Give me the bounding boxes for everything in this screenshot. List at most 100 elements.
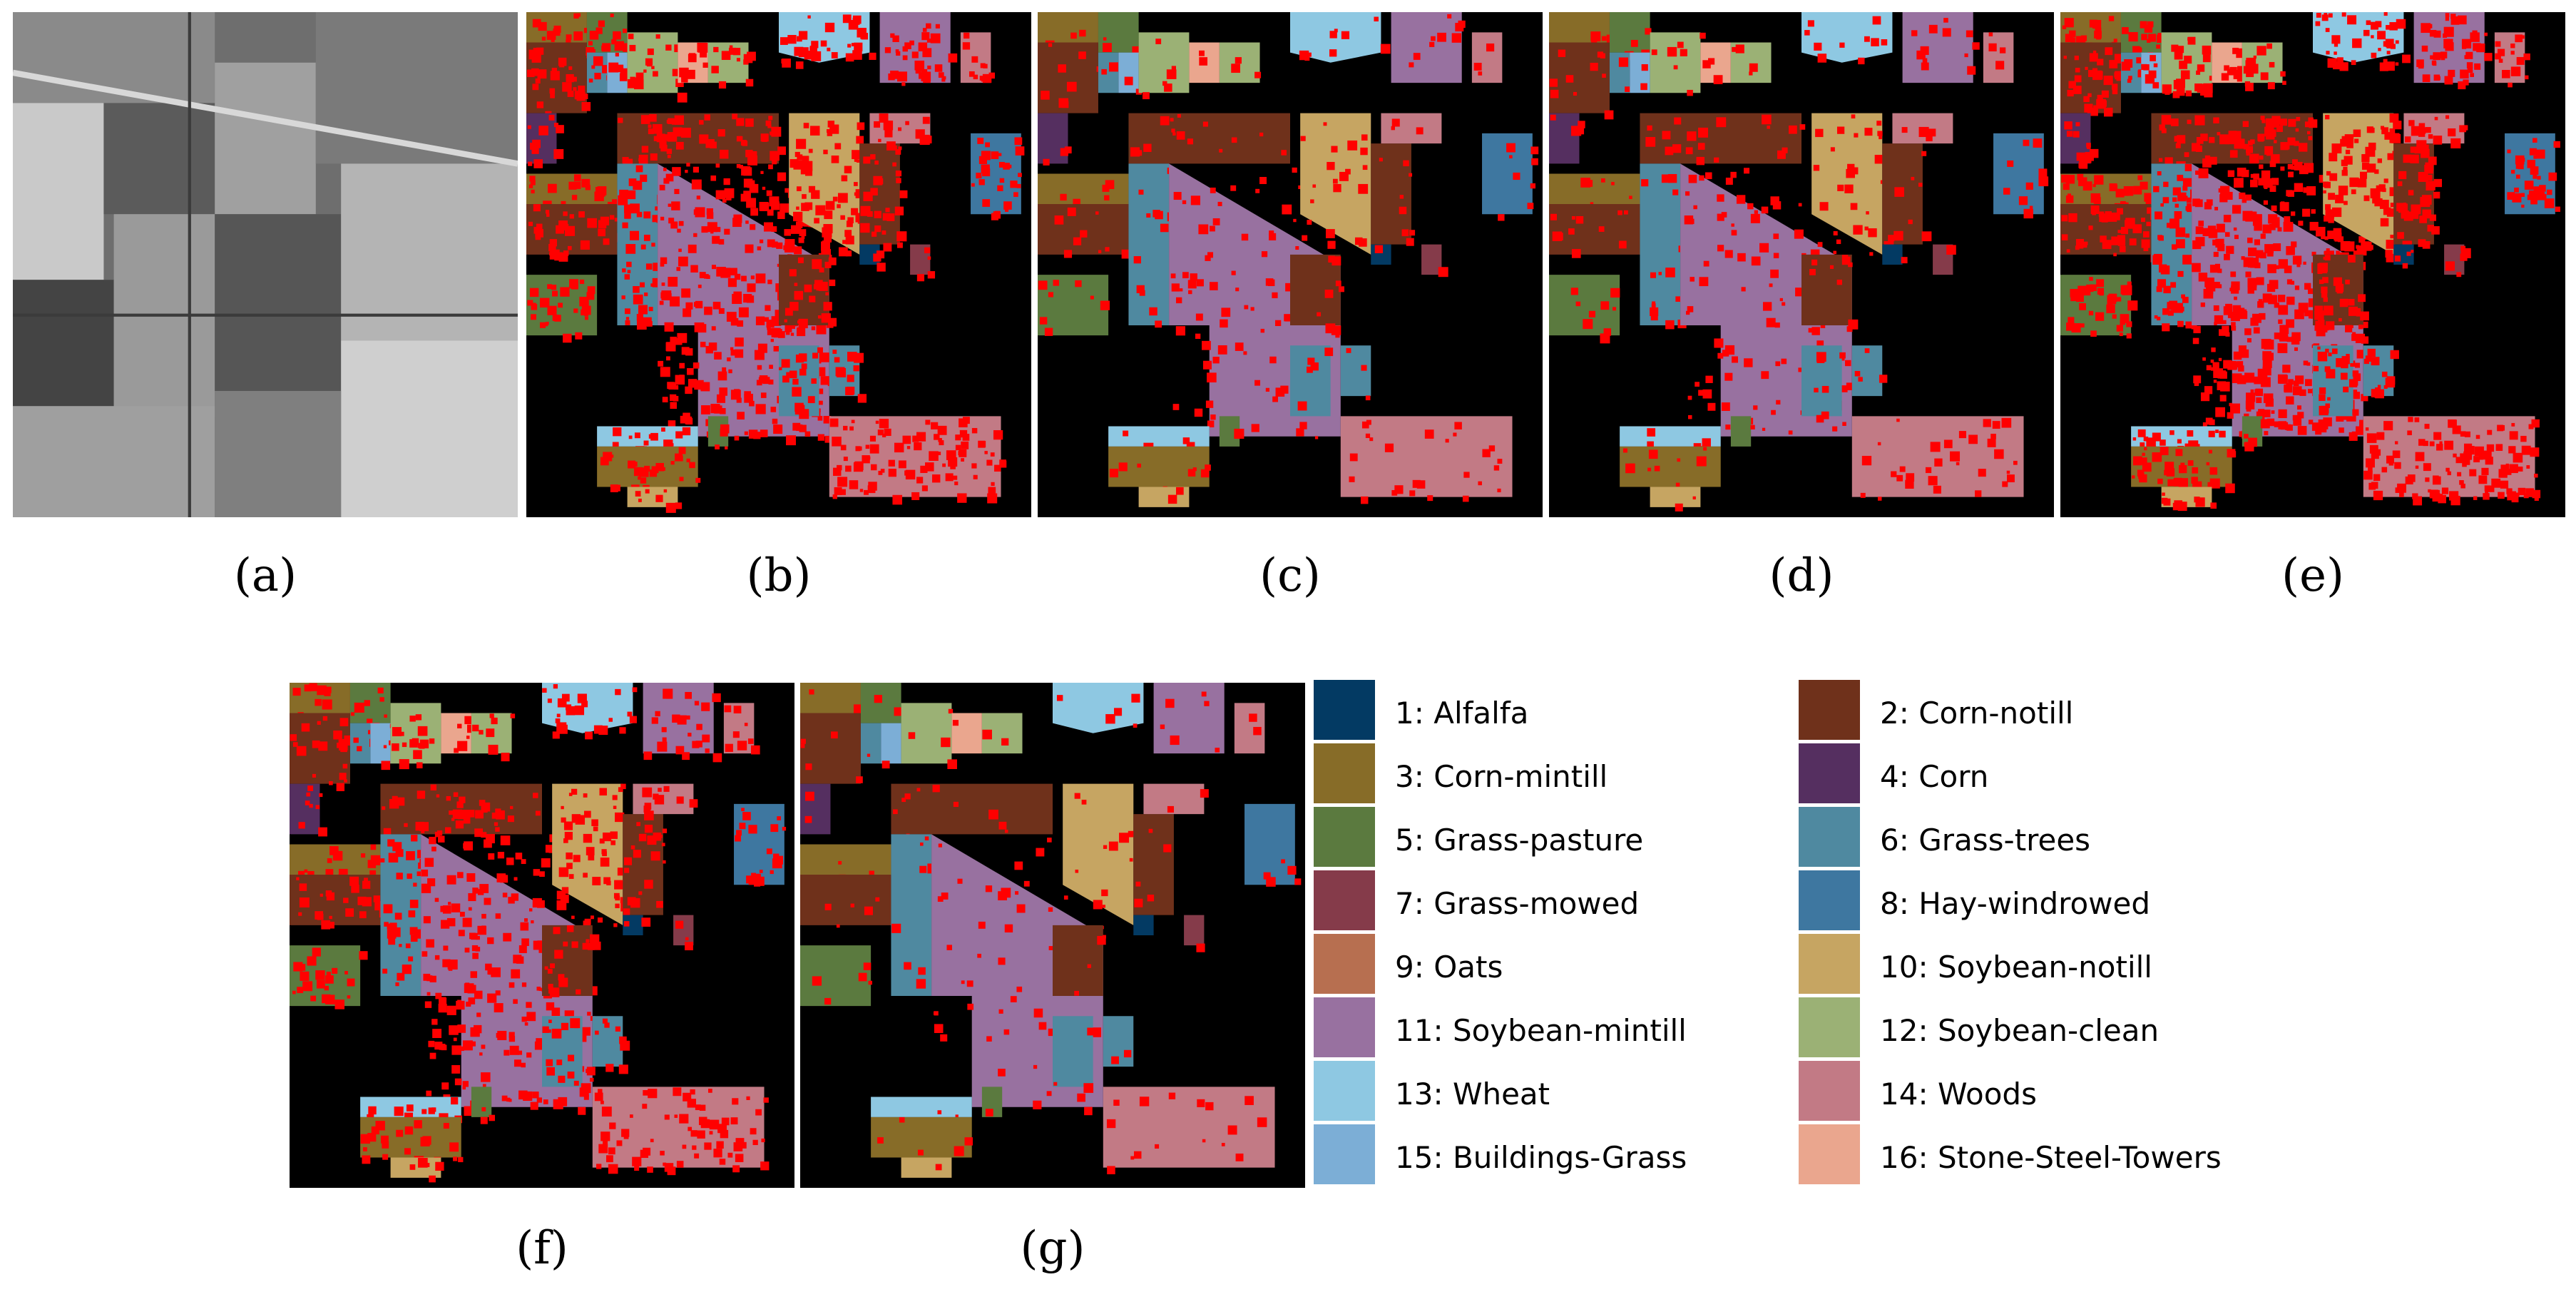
misclassified-pixel: [750, 1128, 757, 1135]
misclassified-pixel: [1747, 203, 1754, 210]
misclassified-pixel: [2353, 129, 2361, 138]
misclassified-pixel: [1617, 210, 1622, 215]
misclassified-pixel: [1195, 313, 1203, 321]
misclassified-pixel: [735, 1154, 744, 1162]
misclassified-pixel: [2274, 421, 2280, 427]
misclassified-pixel: [2375, 21, 2382, 28]
misclassified-pixel: [2276, 126, 2283, 133]
misclassified-pixel: [2180, 70, 2190, 80]
misclassified-pixel: [837, 204, 841, 208]
misclassified-pixel: [804, 431, 811, 437]
misclassified-pixel: [772, 159, 777, 165]
misclassified-pixel: [2225, 483, 2235, 494]
misclassified-pixel: [438, 1004, 447, 1013]
misclassified-pixel: [367, 1133, 377, 1142]
misclassified-pixel: [894, 707, 903, 716]
misclassified-pixel: [840, 215, 845, 220]
misclassified-pixel: [1770, 269, 1779, 278]
misclassified-pixel: [2128, 31, 2138, 42]
misclassified-pixel: [2247, 238, 2253, 243]
misclassified-pixel: [590, 915, 594, 920]
misclassified-pixel: [651, 66, 655, 69]
misclassified-pixel: [730, 317, 739, 326]
misclassified-pixel: [922, 28, 927, 32]
misclassified-pixel: [690, 1089, 695, 1095]
misclassified-pixel: [1265, 278, 1274, 286]
misclassified-pixel: [2203, 83, 2213, 93]
misclassified-pixel: [351, 885, 359, 893]
misclassified-pixel: [1675, 296, 1681, 302]
misclassified-pixel: [869, 870, 874, 876]
misclassified-pixel: [2321, 235, 2325, 240]
misclassified-pixel: [716, 394, 726, 403]
misclassified-pixel: [1921, 231, 1932, 242]
misclassified-pixel: [690, 265, 698, 273]
misclassified-pixel: [1361, 365, 1367, 371]
misclassified-pixel: [1750, 213, 1760, 223]
misclassified-pixel: [2413, 213, 2419, 219]
misclassified-pixel: [404, 1126, 414, 1135]
misclassified-pixel: [2194, 381, 2199, 387]
misclassified-pixel: [529, 908, 533, 912]
misclassified-pixel: [549, 88, 556, 94]
misclassified-pixel: [2088, 225, 2093, 230]
misclassified-pixel: [495, 827, 500, 832]
misclassified-pixel: [603, 1140, 608, 1146]
misclassified-pixel: [1304, 56, 1310, 61]
misclassified-pixel: [464, 947, 470, 953]
misclassified-pixel: [550, 71, 560, 81]
misclassified-pixel: [856, 136, 864, 144]
misclassified-pixel: [2361, 321, 2368, 328]
misclassified-pixel: [530, 143, 537, 150]
misclassified-pixel: [761, 1138, 765, 1143]
misclassified-pixel: [2460, 248, 2471, 259]
classification-map-svg: [1038, 12, 1543, 517]
misclassified-pixel: [573, 181, 581, 189]
misclassified-pixel: [696, 195, 701, 200]
misclassified-pixel: [2090, 330, 2097, 337]
misclassified-pixel: [2305, 379, 2312, 387]
misclassified-pixel: [721, 51, 731, 60]
field-region: [1290, 345, 1331, 417]
misclassified-pixel: [566, 863, 573, 870]
misclassified-pixel: [566, 73, 574, 83]
misclassified-pixel: [662, 828, 668, 833]
misclassified-pixel: [613, 427, 622, 437]
misclassified-pixel: [724, 705, 732, 713]
misclassified-pixel: [784, 239, 795, 250]
misclassified-pixel: [2265, 398, 2274, 407]
misclassified-pixel: [793, 211, 803, 222]
misclassified-pixel: [571, 788, 578, 795]
misclassified-pixel: [2520, 35, 2525, 39]
misclassified-pixel: [2244, 413, 2249, 419]
misclassified-pixel: [537, 940, 542, 945]
misclassified-pixel: [2038, 168, 2048, 178]
misclassified-pixel: [510, 713, 516, 718]
misclassified-pixel: [409, 900, 419, 908]
misclassified-pixel: [1699, 277, 1709, 287]
misclassified-pixel: [2023, 208, 2033, 219]
misclassified-pixel: [2092, 68, 2098, 73]
misclassified-pixel: [2360, 353, 2364, 357]
misclassified-pixel: [976, 173, 982, 179]
misclassified-pixel: [750, 208, 759, 216]
misclassified-pixel: [638, 305, 648, 315]
misclassified-pixel: [485, 963, 492, 971]
field-region: [800, 713, 861, 784]
legend-label: 9: Oats: [1395, 950, 1503, 985]
misclassified-pixel: [884, 129, 893, 138]
misclassified-pixel: [431, 846, 436, 852]
misclassified-pixel: [750, 745, 760, 755]
misclassified-pixel: [593, 826, 598, 832]
misclassified-pixel: [573, 174, 581, 182]
misclassified-pixel: [870, 154, 876, 160]
misclassified-pixel: [1821, 411, 1829, 419]
misclassified-pixel: [2173, 220, 2178, 225]
misclassified-pixel: [1083, 1083, 1094, 1093]
misclassified-pixel: [645, 489, 650, 494]
misclassified-pixel: [739, 165, 744, 169]
misclassified-pixel: [941, 78, 946, 82]
legend-item: 4: Corn: [1799, 743, 2298, 807]
misclassified-pixel: [652, 123, 663, 134]
misclassified-pixel: [1928, 24, 1938, 34]
